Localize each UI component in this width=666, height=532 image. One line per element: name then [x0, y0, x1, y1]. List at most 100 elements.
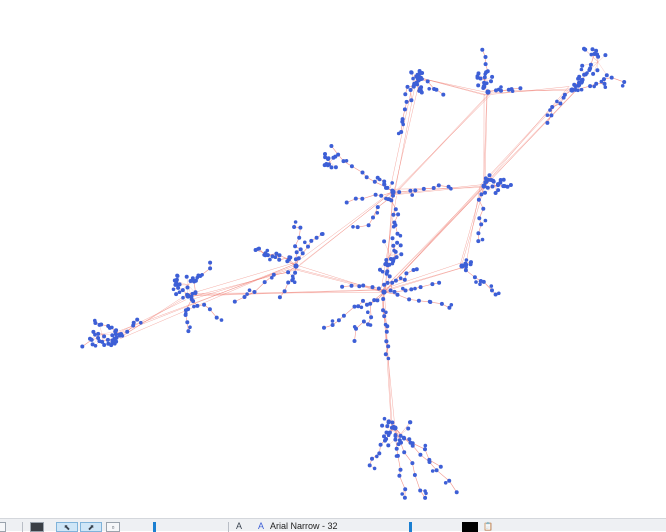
- graph-node[interactable]: [418, 453, 422, 457]
- graph-node[interactable]: [384, 197, 388, 201]
- graph-node[interactable]: [494, 293, 498, 297]
- graph-node[interactable]: [253, 290, 257, 294]
- graph-node[interactable]: [202, 303, 206, 307]
- graph-node[interactable]: [186, 286, 190, 290]
- graph-node[interactable]: [499, 85, 503, 89]
- graph-node[interactable]: [322, 326, 326, 330]
- graph-node[interactable]: [377, 287, 381, 291]
- graph-node[interactable]: [481, 238, 485, 242]
- graph-node[interactable]: [604, 85, 608, 89]
- graph-node[interactable]: [383, 439, 387, 443]
- graph-node[interactable]: [492, 180, 496, 184]
- graph-node[interactable]: [298, 226, 302, 230]
- graph-node[interactable]: [382, 239, 386, 243]
- graph-node[interactable]: [382, 283, 386, 287]
- graph-node[interactable]: [418, 72, 422, 76]
- graph-node[interactable]: [350, 284, 354, 288]
- graph-node[interactable]: [351, 225, 355, 229]
- graph-node[interactable]: [374, 193, 378, 197]
- graph-node[interactable]: [476, 83, 480, 87]
- graph-node[interactable]: [476, 239, 480, 243]
- graph-node[interactable]: [491, 185, 495, 189]
- graph-node[interactable]: [435, 468, 439, 472]
- graph-node[interactable]: [360, 197, 364, 201]
- graph-node[interactable]: [245, 292, 249, 296]
- graph-node[interactable]: [548, 108, 552, 112]
- graph-node[interactable]: [420, 91, 424, 95]
- graph-node[interactable]: [278, 295, 282, 299]
- graph-node[interactable]: [297, 236, 301, 240]
- graph-node[interactable]: [384, 262, 388, 266]
- graph-node[interactable]: [173, 283, 177, 287]
- graph-node[interactable]: [248, 288, 252, 292]
- graph-node[interactable]: [440, 302, 444, 306]
- graph-node[interactable]: [380, 424, 384, 428]
- graph-node[interactable]: [277, 258, 281, 262]
- graph-node[interactable]: [372, 298, 376, 302]
- graph-node[interactable]: [110, 341, 114, 345]
- graph-node[interactable]: [412, 82, 416, 86]
- graph-node[interactable]: [376, 211, 380, 215]
- graph-node[interactable]: [91, 330, 95, 334]
- graph-node[interactable]: [378, 268, 382, 272]
- graph-node[interactable]: [386, 344, 390, 348]
- graph-node[interactable]: [484, 219, 488, 223]
- graph-node[interactable]: [576, 89, 580, 93]
- graph-node[interactable]: [268, 258, 272, 262]
- graph-node[interactable]: [603, 82, 607, 86]
- graph-node[interactable]: [360, 306, 364, 310]
- graph-node[interactable]: [408, 189, 412, 193]
- graph-node[interactable]: [408, 420, 412, 424]
- graph-node[interactable]: [394, 207, 398, 211]
- graph-node[interactable]: [484, 180, 488, 184]
- graph-node[interactable]: [481, 207, 485, 211]
- graph-node[interactable]: [368, 463, 372, 467]
- graph-node[interactable]: [391, 262, 395, 266]
- graph-node[interactable]: [371, 216, 375, 220]
- graph-node[interactable]: [459, 263, 464, 268]
- graph-node[interactable]: [496, 188, 500, 192]
- graph-node[interactable]: [595, 53, 599, 57]
- graph-node[interactable]: [293, 263, 298, 268]
- graph-node[interactable]: [412, 268, 416, 272]
- graph-node[interactable]: [110, 326, 114, 330]
- graph-node[interactable]: [377, 451, 381, 455]
- graph-node[interactable]: [388, 274, 392, 278]
- graph-node[interactable]: [397, 442, 401, 446]
- graph-node[interactable]: [415, 267, 419, 271]
- graph-node[interactable]: [208, 266, 212, 270]
- graph-node[interactable]: [396, 293, 400, 297]
- graph-node[interactable]: [106, 338, 110, 342]
- graph-node[interactable]: [580, 68, 584, 72]
- graph-node[interactable]: [315, 236, 319, 240]
- graph-node[interactable]: [478, 282, 482, 286]
- graph-node[interactable]: [385, 340, 389, 344]
- graph-node[interactable]: [476, 231, 480, 235]
- graph-node[interactable]: [309, 239, 313, 243]
- graph-node[interactable]: [283, 289, 287, 293]
- graph-node[interactable]: [403, 107, 407, 111]
- graph-node[interactable]: [368, 302, 372, 306]
- graph-node[interactable]: [423, 447, 427, 451]
- graph-node[interactable]: [191, 299, 195, 303]
- graph-node[interactable]: [481, 183, 486, 188]
- graph-node[interactable]: [580, 64, 584, 68]
- graph-node[interactable]: [320, 232, 324, 236]
- graph-node[interactable]: [591, 72, 595, 76]
- graph-node[interactable]: [409, 98, 413, 102]
- graph-node[interactable]: [391, 244, 395, 248]
- graph-node[interactable]: [465, 258, 469, 262]
- graph-node[interactable]: [256, 247, 260, 251]
- graph-node[interactable]: [292, 225, 296, 229]
- graph-node[interactable]: [301, 251, 305, 255]
- graph-node[interactable]: [403, 278, 407, 282]
- graph-node[interactable]: [396, 212, 400, 216]
- graph-node[interactable]: [365, 175, 369, 179]
- graph-node[interactable]: [582, 73, 586, 77]
- graph-node[interactable]: [353, 305, 357, 309]
- graph-node[interactable]: [413, 473, 417, 477]
- graph-node[interactable]: [583, 48, 587, 52]
- graph-node[interactable]: [350, 164, 354, 168]
- graph-node[interactable]: [591, 47, 595, 51]
- graph-node[interactable]: [422, 187, 426, 191]
